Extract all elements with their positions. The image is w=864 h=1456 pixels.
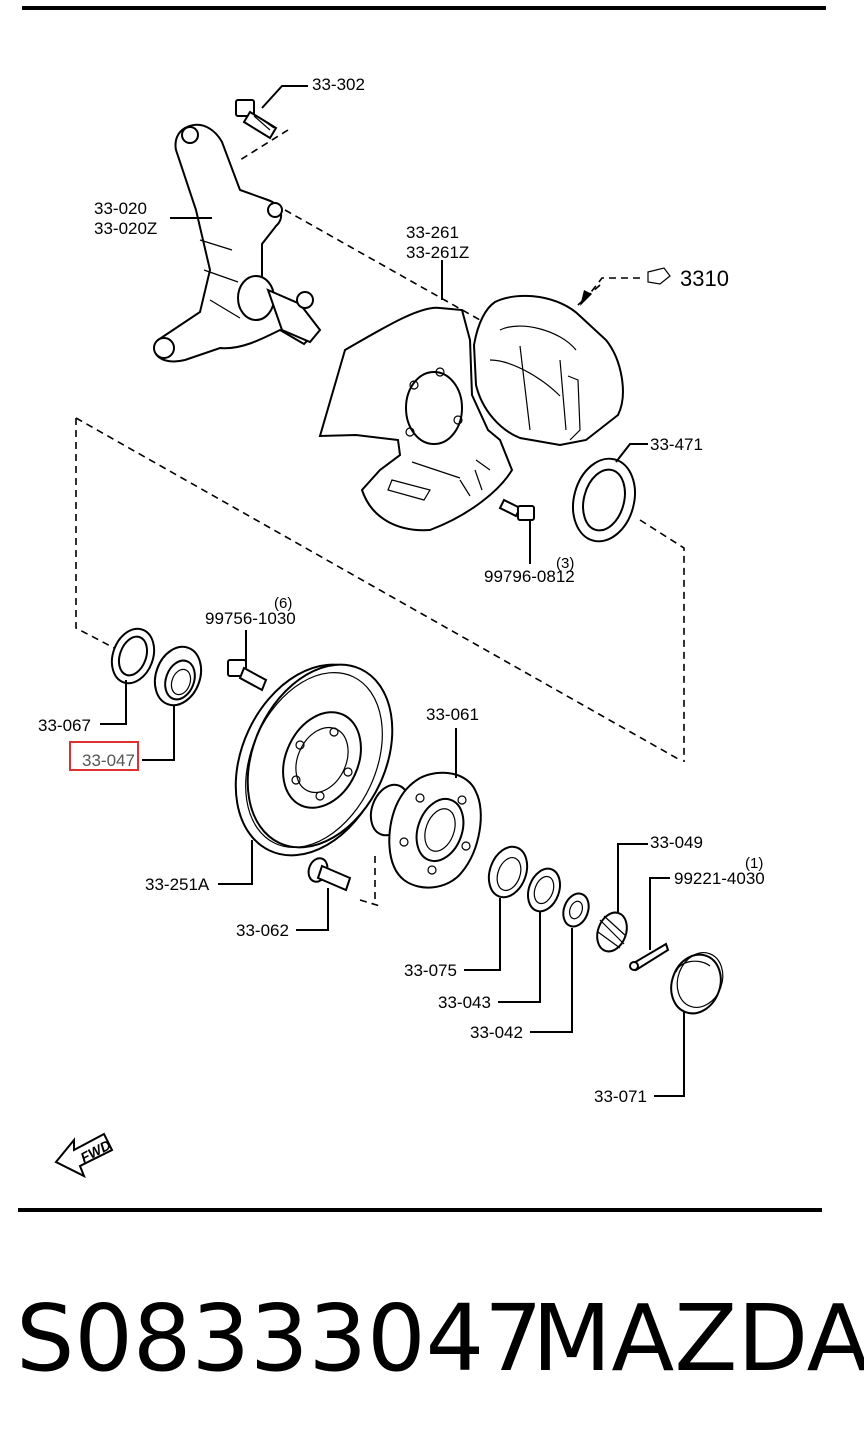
nut-lock xyxy=(596,911,628,953)
label-33-471: 33-471 xyxy=(650,435,703,454)
label-33-047: 33-047 xyxy=(82,751,135,770)
steering-knuckle xyxy=(153,123,322,363)
highlight-box xyxy=(69,741,139,771)
label-99796-0812: 99796-0812 xyxy=(484,567,575,586)
cotter-pin xyxy=(629,942,670,972)
label-99221-4030: 99221-4030 xyxy=(674,869,765,888)
label-33-071: 33-071 xyxy=(594,1087,647,1106)
qty-99221: (1) xyxy=(745,855,763,872)
wheel-bearing xyxy=(153,645,203,707)
disc-bolt xyxy=(227,659,268,692)
label-99756-1030: 99756-1030 xyxy=(205,609,296,628)
label-33-067: 33-067 xyxy=(38,716,91,735)
dust-cover-bolt xyxy=(498,498,535,521)
assembly-dashed-lines xyxy=(75,129,685,907)
brake-caliper xyxy=(472,294,624,447)
hub-cap xyxy=(670,952,724,1015)
label-33-062: 33-062 xyxy=(236,921,289,940)
dust-cover xyxy=(318,306,514,532)
label-33-049: 33-049 xyxy=(650,833,703,852)
label-33-020: 33-020 xyxy=(94,199,147,218)
wheel-hub xyxy=(369,771,482,889)
hub-nut xyxy=(562,892,590,928)
label-33-075: 33-075 xyxy=(404,961,457,980)
label-33-261z: 33-261Z xyxy=(406,243,469,262)
footer-part-number: S08333047 xyxy=(16,1285,543,1392)
label-33-261: 33-261 xyxy=(406,223,459,242)
caliper-arrow-icon xyxy=(580,267,671,306)
bearing-washer xyxy=(527,867,561,913)
label-33-251a: 33-251A xyxy=(145,875,210,894)
abs-sensor-ring xyxy=(572,457,636,543)
fwd-arrow-icon: FWD xyxy=(54,1132,114,1179)
label-33-043: 33-043 xyxy=(438,993,491,1012)
label-3310: 3310 xyxy=(680,266,729,291)
grease-seal xyxy=(110,627,156,685)
qty-99756: (6) xyxy=(274,595,292,612)
label-33-302: 33-302 xyxy=(312,75,365,94)
label-33-061: 33-061 xyxy=(426,705,479,724)
knuckle-bolt xyxy=(235,99,278,140)
label-33-020z: 33-020Z xyxy=(94,219,157,238)
footer-brand: MAZDA xyxy=(532,1285,864,1392)
qty-99796: (3) xyxy=(556,555,574,572)
outer-bearing xyxy=(487,845,529,899)
hub-bolt xyxy=(307,857,352,892)
part-labels: 33-302 33-020 33-020Z 33-261 33-261Z 331… xyxy=(38,75,765,1106)
brake-disc xyxy=(234,663,394,857)
label-33-042: 33-042 xyxy=(470,1023,523,1042)
leader-lines xyxy=(100,85,685,1097)
